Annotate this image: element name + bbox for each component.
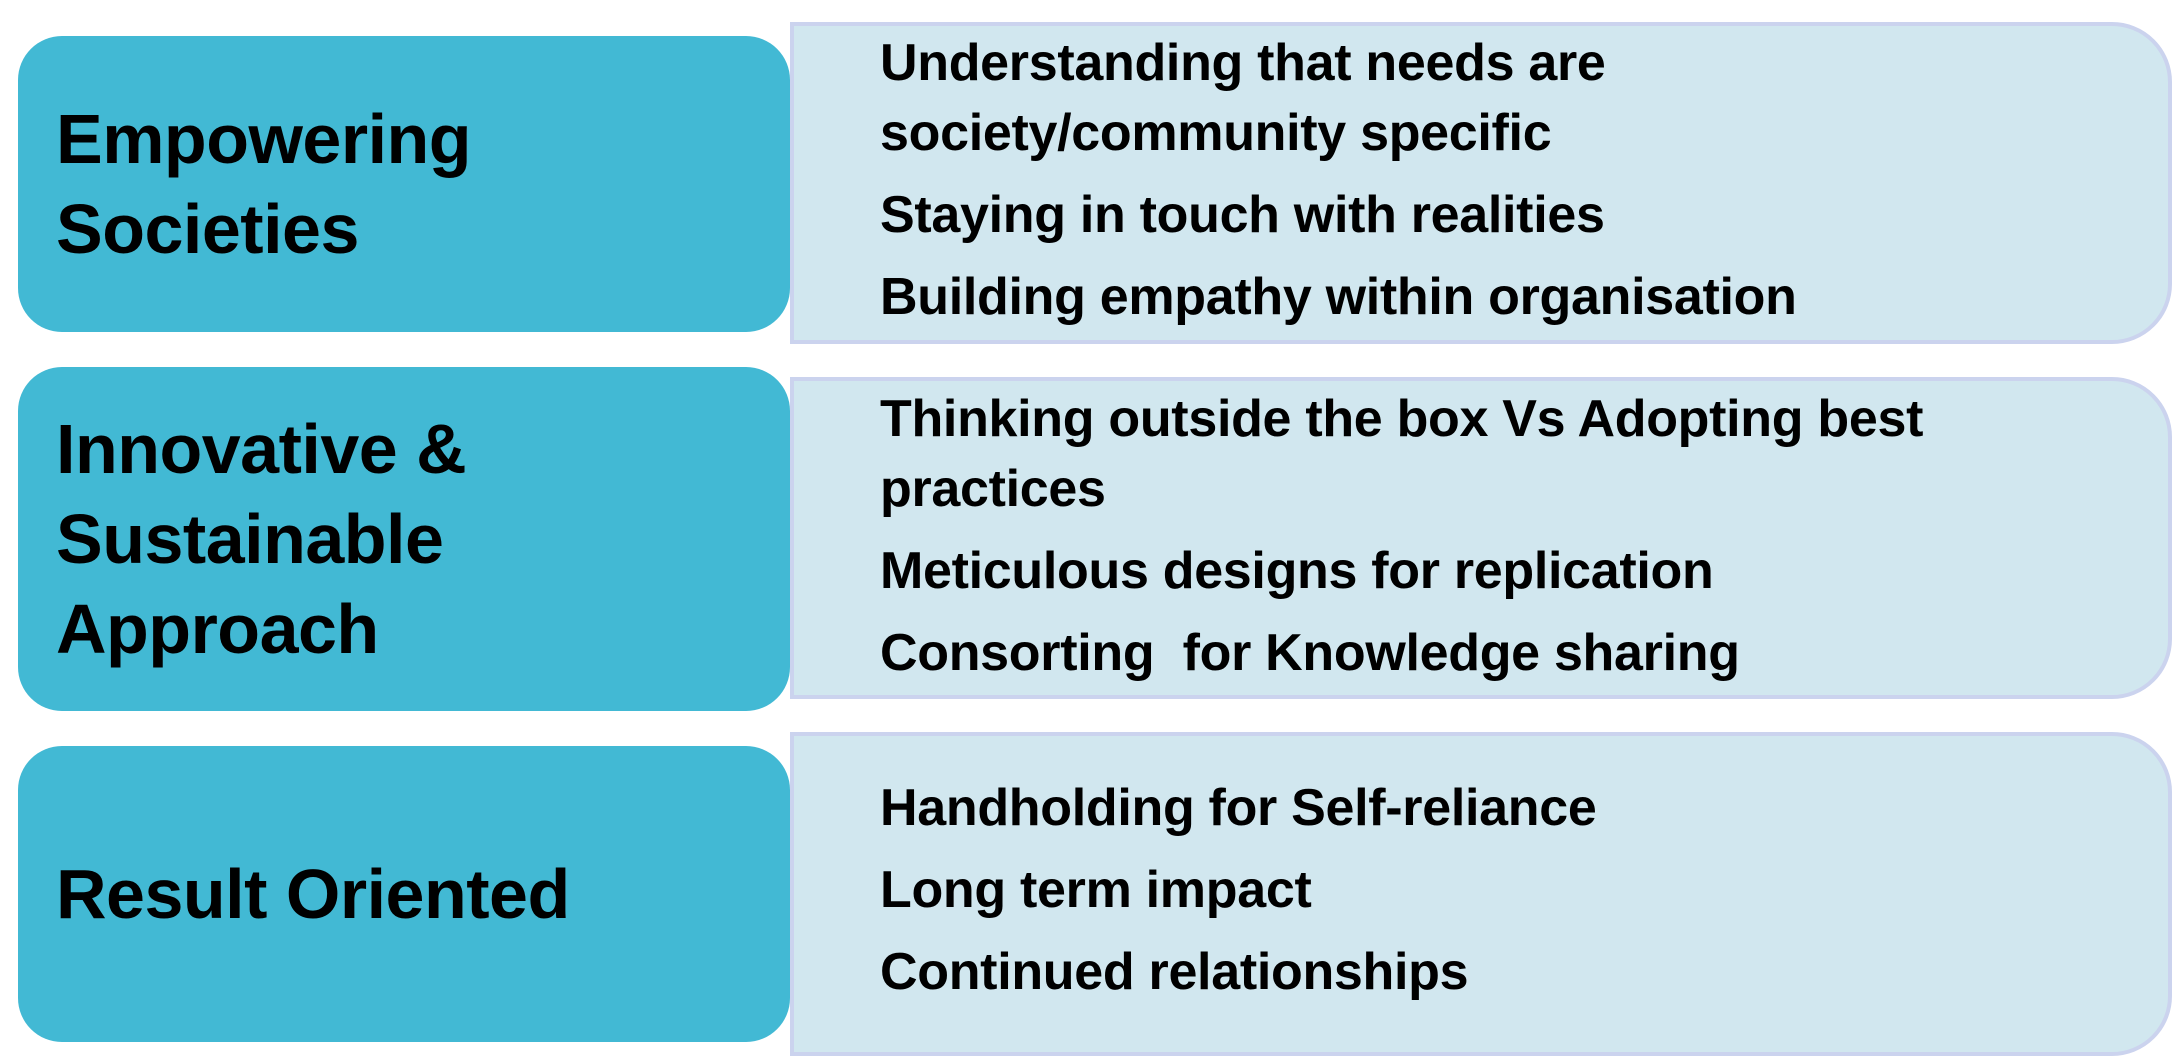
row-2-label-box: Innovative & Sustainable Approach (18, 367, 790, 711)
row-2-content-panel (790, 377, 2172, 699)
list-item: Understanding that needs are society/com… (880, 34, 1620, 162)
row-1-label: Empowering Societies (56, 100, 472, 268)
row-3-item-list: Handholding for Self-reliance Long term … (880, 773, 2080, 1019)
list-item: Long term impact (880, 861, 1312, 919)
row-3-label-box: Result Oriented (18, 746, 790, 1042)
list-item: Building empathy within organisation (880, 268, 1797, 326)
row-1-item-list: Understanding that needs are society/com… (880, 28, 2080, 344)
row-3-label: Result Oriented (56, 855, 570, 933)
list-item: Staying in touch with realities (880, 186, 1605, 244)
row-3-content-panel (790, 732, 2172, 1056)
list-item: Thinking outside the box Vs Adopting bes… (880, 390, 1938, 518)
row-2-item-list: Thinking outside the box Vs Adopting bes… (880, 384, 2080, 700)
row-1-label-box: Empowering Societies (18, 36, 790, 332)
list-item: Handholding for Self-reliance (880, 779, 1597, 837)
list-item: Meticulous designs for replication (880, 542, 1714, 600)
list-item: Consorting for Knowledge sharing (880, 624, 1740, 682)
row-1-content-panel (790, 22, 2172, 344)
row-2-label: Innovative & Sustainable Approach (56, 410, 467, 668)
list-item: Continued relationships (880, 943, 1469, 1001)
